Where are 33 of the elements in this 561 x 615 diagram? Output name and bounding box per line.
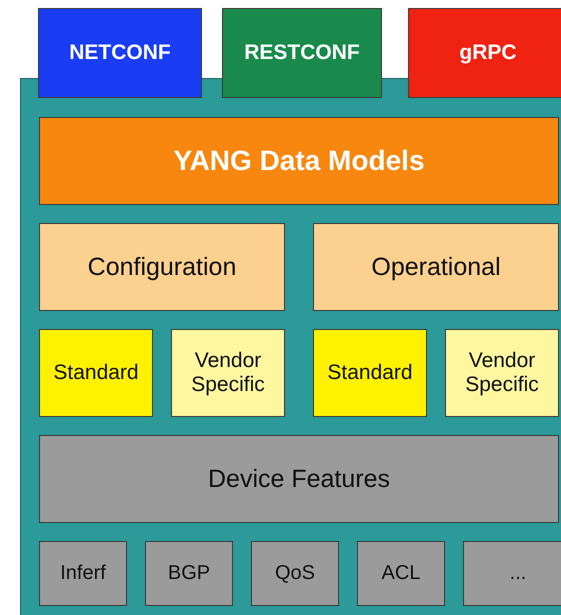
models-box [39, 117, 559, 205]
box-label: Standard [327, 360, 413, 386]
box-label: gRPC [459, 40, 517, 66]
box-label: NETCONF [69, 40, 171, 66]
box-label: Device Features [208, 464, 390, 494]
features-box [39, 435, 559, 523]
box-label: Standard [53, 360, 139, 386]
standard-box [39, 329, 153, 417]
box-label: RESTCONF [244, 40, 360, 66]
protocol-box [222, 8, 382, 98]
box-label: YANG Data Models [173, 144, 425, 178]
vendor-box [171, 329, 285, 417]
feature-box [357, 541, 445, 606]
box-label: Vendor Specific [464, 348, 540, 398]
vendor-box [445, 329, 559, 417]
box-label: Configuration [88, 252, 236, 282]
box-label: QoS [274, 562, 316, 585]
feature-box [251, 541, 339, 606]
category-box [313, 223, 559, 311]
box-label: ... [510, 562, 526, 585]
feature-box [39, 541, 127, 606]
box-label: Operational [371, 252, 501, 282]
box-label: Inferf [60, 562, 106, 585]
protocol-box [38, 8, 202, 98]
feature-box [463, 541, 561, 606]
protocol-box [408, 8, 561, 98]
box-label: ACL [382, 562, 420, 585]
standard-box [313, 329, 427, 417]
panel-background [20, 78, 561, 615]
box-label: Vendor Specific [190, 348, 266, 398]
category-box [39, 223, 285, 311]
feature-box [145, 541, 233, 606]
box-label: BGP [168, 562, 210, 585]
